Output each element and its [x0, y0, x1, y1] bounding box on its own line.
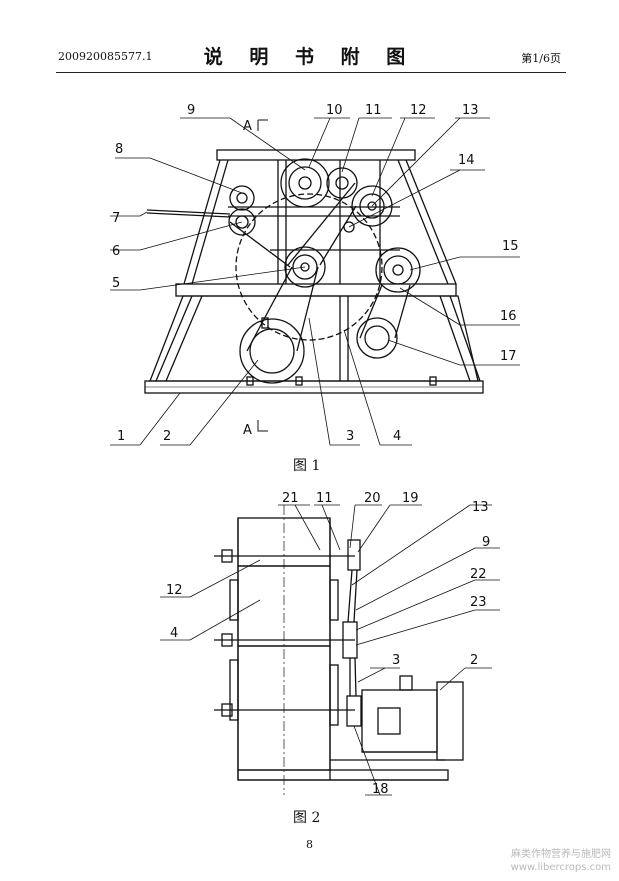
fig1-label-4: 4 — [393, 429, 401, 444]
fig2-label-3: 3 — [392, 653, 400, 668]
fig1-label-8: 8 — [115, 142, 123, 157]
page-header: 200920085577.1 说 明 书 附 图 第1/6页 — [0, 0, 619, 74]
fig1-label-6: 6 — [112, 244, 120, 259]
figure-2-drawing — [214, 505, 464, 795]
section-mark-bottom: A — [243, 423, 252, 438]
header-divider — [56, 72, 566, 73]
document-number: 200920085577.1 — [58, 50, 153, 63]
fig1-label-2: 2 — [163, 429, 171, 444]
watermark-line-2: www.libercrops.com — [510, 862, 611, 873]
fig2-label-4: 4 — [170, 626, 178, 641]
figure-2-caption: 图 2 — [293, 810, 320, 826]
watermark: 麻类作物营养与施肥网 www.libercrops.com — [511, 848, 611, 874]
fig2-label-12: 12 — [166, 583, 183, 598]
fig1-label-7: 7 — [112, 211, 120, 226]
page-indicator: 第1/6页 — [521, 52, 561, 65]
watermark-line-1: 麻类作物营养与施肥网 — [511, 849, 611, 860]
fig1-label-16: 16 — [500, 309, 517, 324]
fig2-label-20: 20 — [364, 491, 381, 506]
page-title: 说 明 书 附 图 — [203, 46, 416, 68]
page-number: 8 — [306, 838, 313, 851]
fig2-label-11: 11 — [316, 491, 333, 506]
fig2-label-2: 2 — [470, 653, 478, 668]
fig2-label-9: 9 — [482, 535, 490, 550]
figure-1-caption: 图 1 — [293, 458, 320, 474]
fig1-label-11: 11 — [365, 103, 382, 118]
fig2-label-19: 19 — [402, 491, 419, 506]
fig2-label-13: 13 — [472, 500, 489, 515]
fig1-label-1: 1 — [117, 429, 125, 444]
fig1-label-13: 13 — [462, 103, 479, 118]
fig1-label-3: 3 — [346, 429, 354, 444]
fig1-label-12: 12 — [410, 103, 427, 118]
fig1-label-9: 9 — [187, 103, 195, 118]
fig1-label-14: 14 — [458, 153, 475, 168]
fig2-label-21: 21 — [282, 491, 299, 506]
fig2-label-18: 18 — [372, 782, 389, 797]
fig1-label-10: 10 — [326, 103, 343, 118]
fig1-label-15: 15 — [502, 239, 519, 254]
fig1-label-17: 17 — [500, 349, 517, 364]
fig2-label-22: 22 — [470, 567, 487, 582]
fig1-label-5: 5 — [112, 276, 120, 291]
section-mark-top: A — [243, 119, 252, 134]
fig2-label-23: 23 — [470, 595, 487, 610]
